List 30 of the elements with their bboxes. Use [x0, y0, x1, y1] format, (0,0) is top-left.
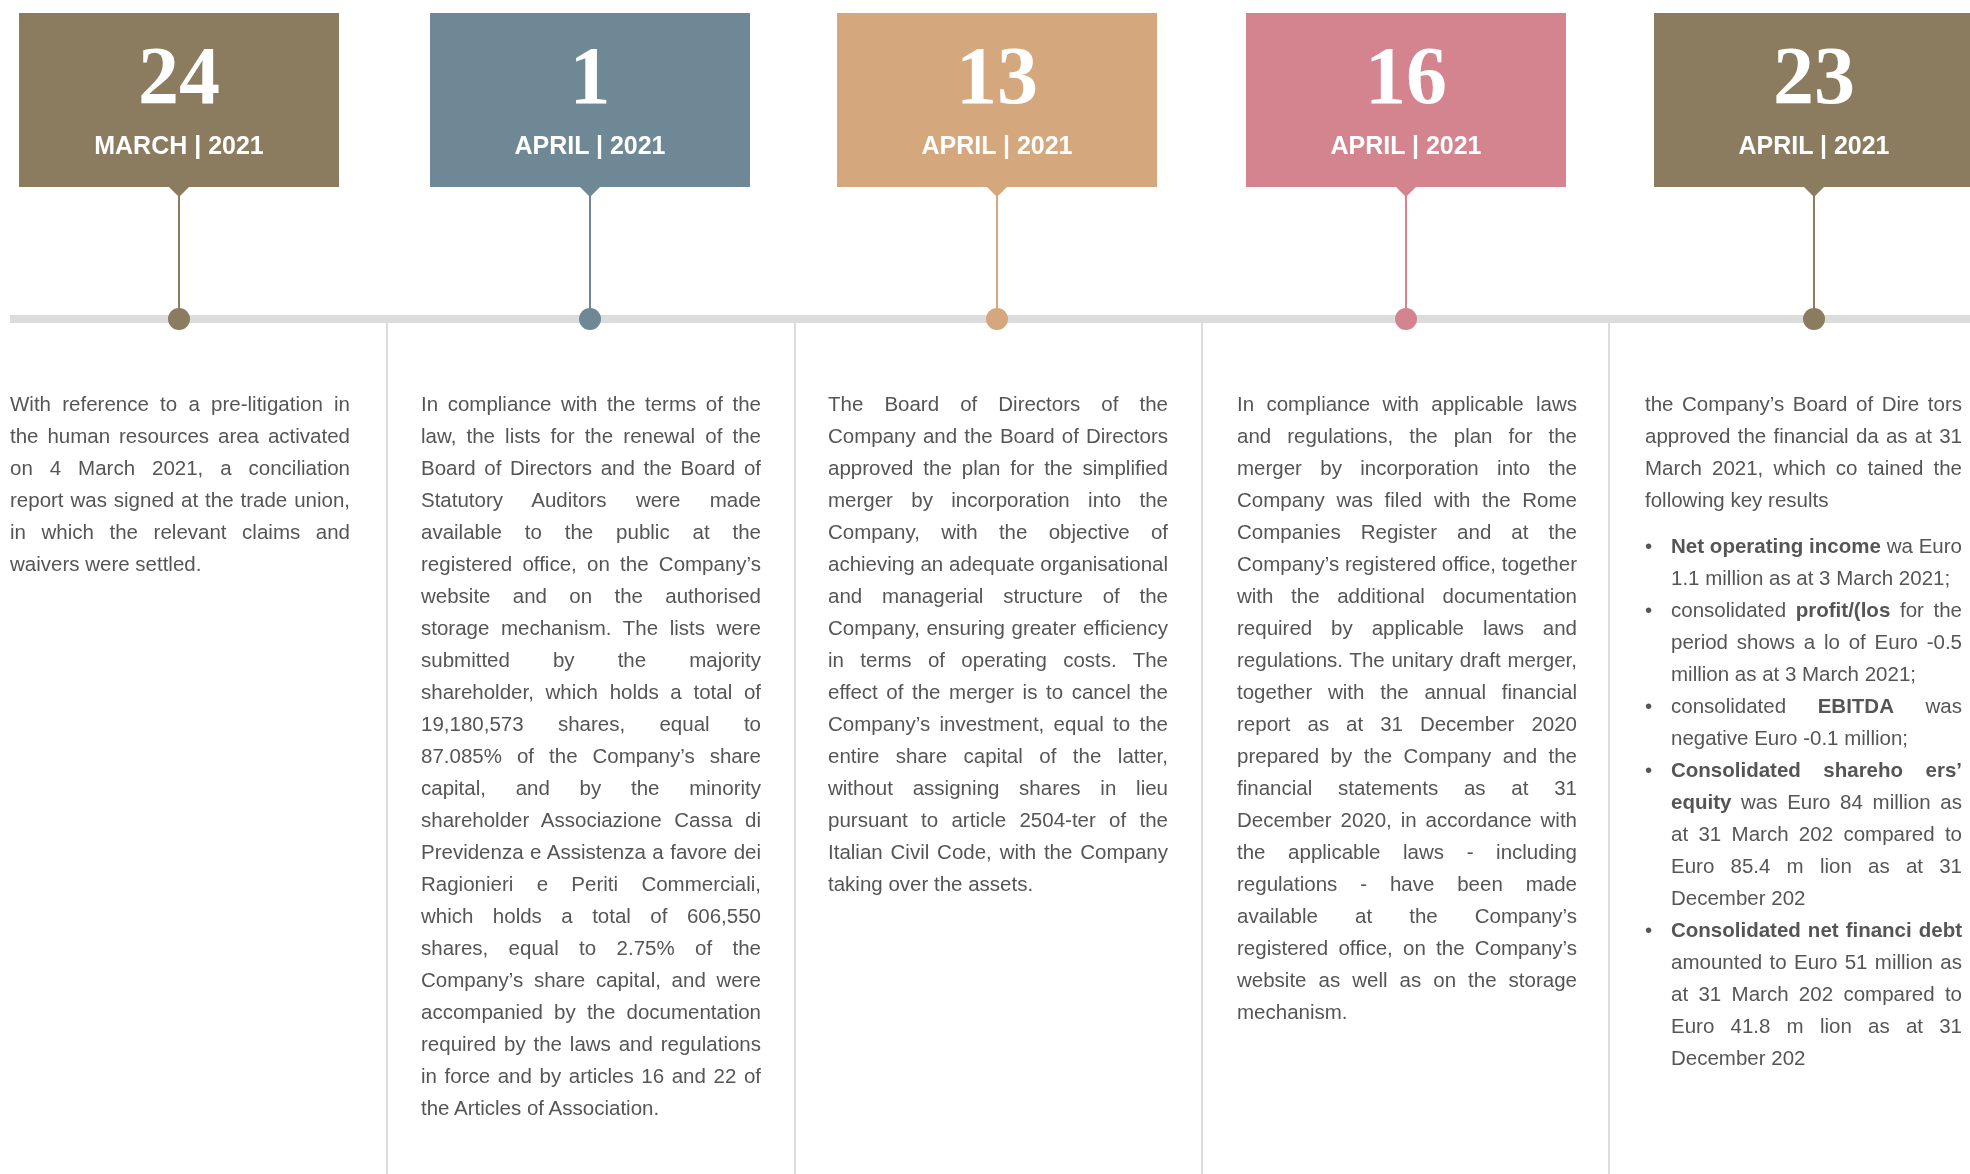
- description-paragraph: With reference to a pre-litigation in the human resources area activated on 4 March 2021, a conciliation report was signed at the trade union, in which the relevant claims and waivers were settled.: [10, 391, 350, 577]
- day-number: 23: [1772, 35, 1856, 117]
- day-number: 13: [955, 35, 1039, 117]
- bullet-text: Net operating income wa Euro 1.1 million as at 3 March 2021;: [1671, 533, 1962, 591]
- bullet-text: Consolidated shareho ers’ equity was Euro 84 million as at 31 March 202 compared to Euro 85.4 m lion as at 31 December 202: [1671, 757, 1962, 911]
- date-box: [1246, 13, 1566, 187]
- bullet-text: consolidated EBITDA was negative Euro -0.1 million;: [1671, 693, 1962, 751]
- bullet-text: Consolidated net financi debt amounted to Euro 51 million as at 31 March 202 compared to Euro 41.8 m lion as at 31 December 202: [1671, 917, 1962, 1071]
- description-paragraph: In compliance with the terms of the law, the lists for the renewal of the Board of Directors and the Board of Statutory Auditors were made available to the public at the registered office, on the Company’s website and on the authorised storage mechanism. The lists were submitted by the majority shareholder, which holds a total of 19,180,573 shares, equal to 87.085% of the Company’s share capital, and by the minority shareholder Associazione Cassa di Previdenza e Assistenza a favore dei Ragionieri e Periti Commerciali, which holds a total of 606,550 shares, equal to 2.75% of the Company’s share capital, and were accompanied by the documentation required by the laws and regulations in force and by articles 16 and 22 of the Articles of Association.: [421, 391, 761, 1121]
- day-number: 1: [568, 35, 612, 117]
- description-paragraph: In compliance with applicable laws and regulations, the plan for the merger by incorporation into the Company was filed with the Rome Companies Register and at the Company’s registered office, together with the additional documentation required by applicable laws and regulations. The unitary draft merger, together with the annual financial report as at 31 December 2020 prepared by the Company and the financial statements as at 31 December 2020, in accordance with the applicable laws - including regulations - have been made available at the Company’s registered office, on the Company’s website as well as on the storage mechanism.: [1237, 391, 1577, 1025]
- bullet-marker: •: [1645, 597, 1654, 623]
- bullet-marker: •: [1645, 757, 1654, 783]
- bullet-text: consolidated profit/(los for the period shows a lo of Euro -0.5 million as at 3 March 2021;: [1671, 597, 1962, 687]
- month-year: APRIL | 2021: [1737, 130, 1891, 160]
- description-paragraph: The Board of Directors of the Company and the Board of Directors approved the plan for the simplified merger by incorporation into the Company, with the objective of achieving an adequate organisational and managerial structure of the Company, ensuring greater efficiency in terms of operating costs. The effect of the merger is to cancel the Company’s investment, equal to the entire share capital of the latter, without assigning shares in lieu pursuant to article 2504-ter of the Italian Civil Code, with the Company taking over the assets.: [828, 391, 1168, 897]
- date-box: [837, 13, 1157, 187]
- month-year: APRIL | 2021: [513, 130, 667, 160]
- bullet-marker: •: [1645, 693, 1654, 719]
- month-year: APRIL | 2021: [920, 130, 1074, 160]
- bullet-marker: •: [1645, 533, 1654, 559]
- bullet-marker: •: [1645, 917, 1654, 943]
- day-number: 16: [1364, 35, 1448, 117]
- day-number: 24: [137, 35, 221, 117]
- date-box: [1654, 13, 1970, 187]
- date-box: [19, 13, 339, 187]
- month-year: MARCH | 2021: [93, 130, 265, 160]
- month-year: APRIL | 2021: [1329, 130, 1483, 160]
- description-paragraph: the Company’s Board of Dire tors approved the financial da as at 31 March 2021, which co tained the following key results: [1645, 391, 1962, 513]
- date-box: [430, 13, 750, 187]
